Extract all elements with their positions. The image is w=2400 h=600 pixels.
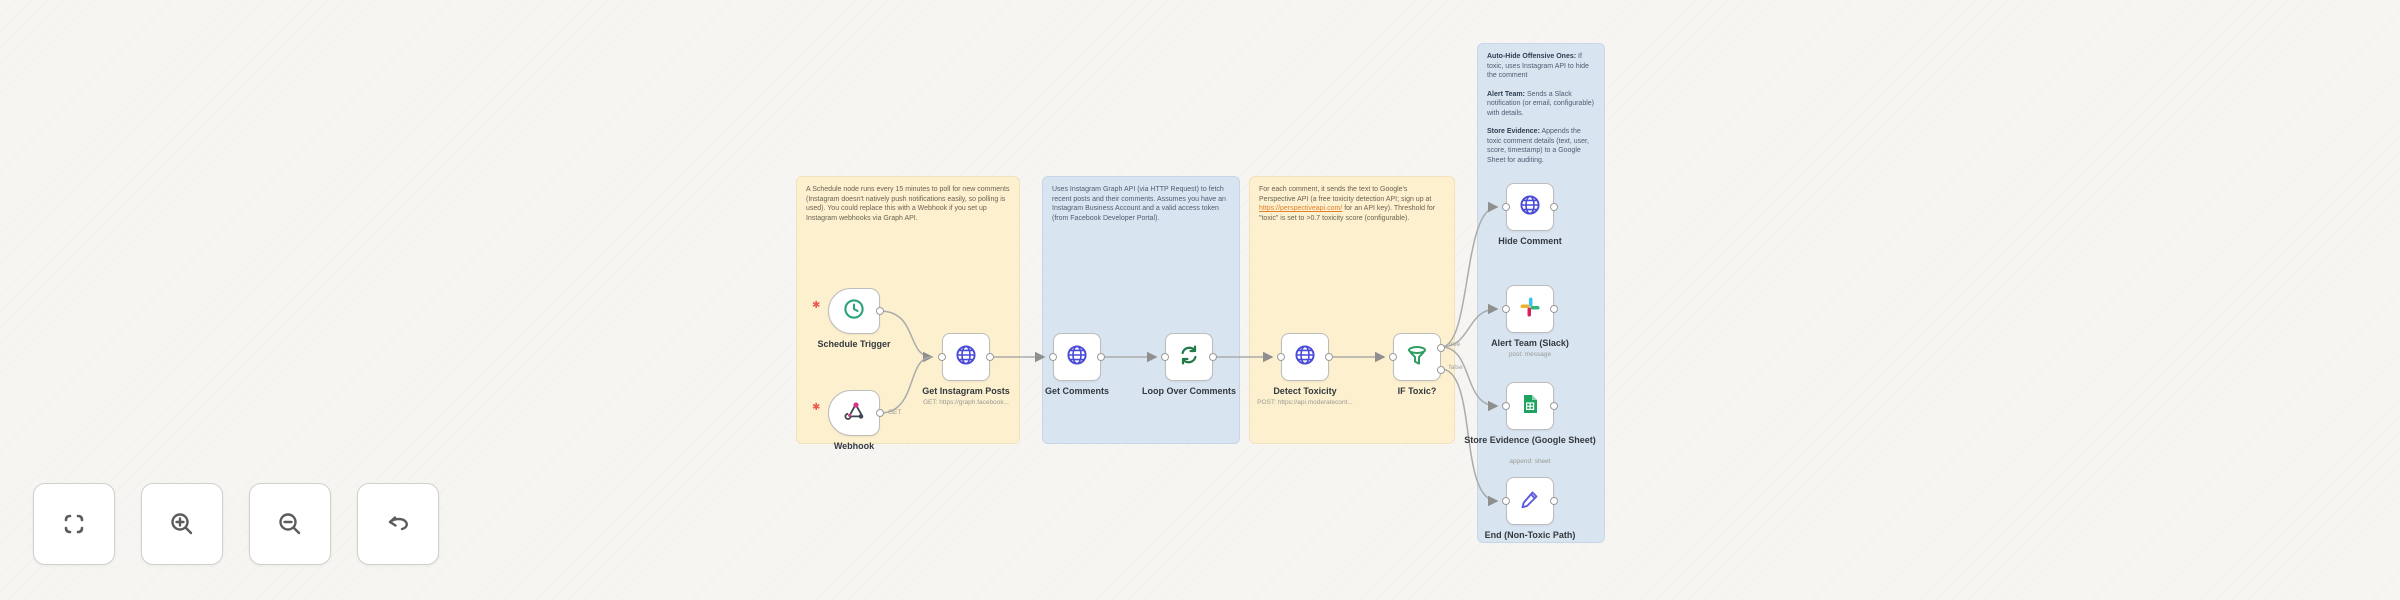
node-box[interactable] xyxy=(1277,333,1333,381)
node-box[interactable] xyxy=(1502,183,1558,231)
slack-icon xyxy=(1518,295,1542,324)
node-subtitle: GET: https://graph.facebook... xyxy=(923,399,1009,406)
note-section: Auto-Hide Offensive Ones: If toxic, uses… xyxy=(1487,53,1589,79)
undo-icon xyxy=(381,507,415,541)
output-port[interactable] xyxy=(876,307,884,315)
trigger-issue-indicator: ✱ xyxy=(812,402,821,413)
output-port[interactable] xyxy=(1550,305,1558,313)
node-box[interactable] xyxy=(1161,333,1217,381)
trigger-issue-indicator: ✱ xyxy=(812,300,821,311)
node-hide-comment[interactable]: Hide Comment xyxy=(1498,183,1562,246)
node-label: Get Comments xyxy=(1044,386,1109,396)
sticky-note-text: A Schedule node runs every 15 minutes to… xyxy=(806,186,1010,222)
globe-icon xyxy=(954,343,978,372)
output-port[interactable] xyxy=(1097,353,1105,361)
webhook-icon xyxy=(842,399,866,428)
clock-icon xyxy=(842,297,866,326)
zoom-to-fit-button[interactable] xyxy=(33,483,115,565)
node-box[interactable] xyxy=(1502,477,1558,525)
note-section: Alert Team: Sends a Slack notification (… xyxy=(1487,90,1594,117)
output-port[interactable] xyxy=(1209,353,1217,361)
zoom-out-button[interactable] xyxy=(249,483,331,565)
output-port[interactable] xyxy=(876,409,884,417)
node-loop-over-comments[interactable]: Loop Over Comments xyxy=(1142,333,1236,396)
node-label: Alert Team (Slack) xyxy=(1491,338,1569,348)
note-section: Store Evidence: Appends the toxic commen… xyxy=(1487,128,1589,164)
node-get-comments[interactable]: Get Comments xyxy=(1045,333,1109,396)
input-port[interactable] xyxy=(938,353,946,361)
output-port[interactable] xyxy=(1550,203,1558,211)
input-port[interactable] xyxy=(1502,402,1510,410)
globe-icon xyxy=(1293,343,1317,372)
input-port[interactable] xyxy=(1161,353,1169,361)
output-port[interactable] xyxy=(1325,353,1333,361)
node-box[interactable] xyxy=(1389,333,1445,381)
node-alert-team-slack[interactable]: Alert Team (Slack) post: message xyxy=(1491,285,1569,358)
node-label: Store Evidence (Google Sheet) xyxy=(1464,435,1596,445)
fit-view-icon xyxy=(57,507,91,541)
node-box[interactable] xyxy=(828,390,884,436)
node-box[interactable] xyxy=(1502,285,1558,333)
node-label: Webhook xyxy=(833,441,875,451)
node-label: IF Toxic? xyxy=(1397,386,1437,396)
node-subtitle: POST: https://api.moderatecont... xyxy=(1257,399,1353,406)
node-label: Loop Over Comments xyxy=(1141,386,1236,396)
zoom-in-icon xyxy=(165,507,199,541)
node-box[interactable] xyxy=(1049,333,1105,381)
input-port[interactable] xyxy=(1502,305,1510,313)
globe-icon xyxy=(1065,343,1089,372)
output-port-true[interactable] xyxy=(1437,344,1445,352)
globe-icon xyxy=(1518,193,1542,222)
output-port[interactable] xyxy=(986,353,994,361)
node-box[interactable] xyxy=(1502,382,1558,430)
sticky-note-text: for an API key). Threshold for "toxic" i… xyxy=(1259,205,1436,222)
node-label: Get Instagram Posts xyxy=(922,386,1010,396)
input-port[interactable] xyxy=(1502,203,1510,211)
node-detect-toxicity[interactable]: Detect Toxicity POST: https://api.modera… xyxy=(1257,333,1353,406)
node-box[interactable] xyxy=(938,333,994,381)
input-port[interactable] xyxy=(1277,353,1285,361)
node-get-instagram-posts[interactable]: Get Instagram Posts GET: https://graph.f… xyxy=(922,333,1010,406)
node-subtitle: post: message xyxy=(1508,351,1552,358)
output-port-false[interactable] xyxy=(1437,366,1445,374)
zoom-in-button[interactable] xyxy=(141,483,223,565)
sticky-note-toxicity[interactable]: For each comment, it sends the text to G… xyxy=(1249,176,1455,444)
output-port[interactable] xyxy=(1550,497,1558,505)
perspective-api-link[interactable]: https://perspectiveapi.com/ xyxy=(1259,205,1343,212)
input-port[interactable] xyxy=(1502,497,1510,505)
node-subtitle: append: sheet xyxy=(1509,458,1551,465)
output-port[interactable] xyxy=(1550,402,1558,410)
sticky-note-text: Uses Instagram Graph API (via HTTP Reque… xyxy=(1052,186,1226,222)
node-schedule-trigger[interactable]: Schedule Trigger xyxy=(817,288,891,349)
input-port[interactable] xyxy=(1389,353,1397,361)
filter-icon xyxy=(1405,343,1429,372)
input-port[interactable] xyxy=(1049,353,1057,361)
node-box[interactable] xyxy=(828,288,884,334)
node-label: Detect Toxicity xyxy=(1273,386,1337,396)
node-label: Hide Comment xyxy=(1498,236,1562,246)
pencil-icon xyxy=(1518,487,1542,516)
sticky-note-text: For each comment, it sends the text to G… xyxy=(1259,186,1432,203)
node-end-non-toxic-path[interactable]: End (Non-Toxic Path) xyxy=(1485,477,1575,540)
node-label: End (Non-Toxic Path) xyxy=(1484,530,1576,540)
loop-icon xyxy=(1177,343,1201,372)
zoom-out-icon xyxy=(273,507,307,541)
undo-button[interactable] xyxy=(357,483,439,565)
output-label-false: false xyxy=(1449,364,1463,371)
node-label: Schedule Trigger xyxy=(817,339,891,349)
node-if-toxic[interactable]: true false IF Toxic? xyxy=(1389,333,1463,396)
sheets-icon xyxy=(1518,392,1542,421)
sticky-note-fetch[interactable]: Uses Instagram Graph API (via HTTP Reque… xyxy=(1042,176,1240,444)
node-store-evidence-google-sheet[interactable]: Store Evidence (Google Sheet) append: sh… xyxy=(1464,382,1596,465)
webhook-method-label: GET xyxy=(888,409,902,416)
node-webhook[interactable]: GET Webhook xyxy=(828,390,901,451)
